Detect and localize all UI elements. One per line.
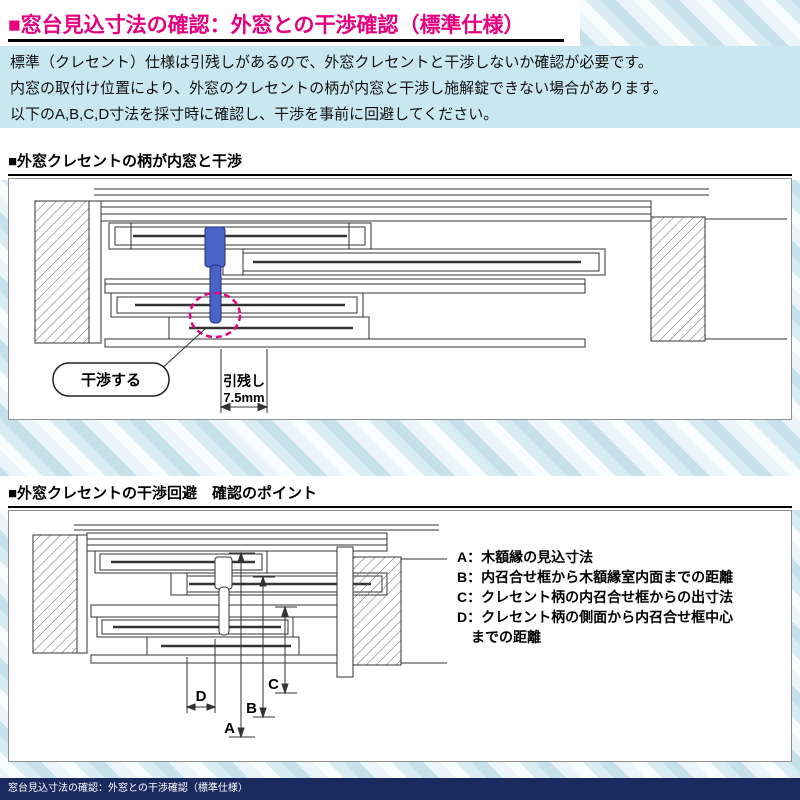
section2-underline	[8, 506, 792, 508]
footer-bar: 窓台見込寸法の確認：外窓との干渉確認（標準仕様）	[0, 778, 800, 800]
dimension-C	[275, 605, 297, 695]
dimension-label: 引残し	[223, 373, 265, 389]
interference-drawing-panel: 干渉する 引残し 7.5mm	[8, 178, 792, 420]
dim-letter-C: C	[268, 676, 279, 693]
dimension-A	[229, 551, 255, 739]
section2-heading-row	[0, 476, 800, 510]
avoidance-drawing-panel: D A B C A：木額縁の見込寸法 B：内召合せ框から木額縁室内面までの距離 …	[8, 510, 792, 762]
inner-window-frame	[90, 604, 338, 664]
section1-underline	[8, 174, 792, 176]
avoidance-diagram: D A B C	[32, 524, 447, 739]
crescent-lock-outline	[214, 556, 233, 636]
section1-heading-row	[0, 128, 800, 180]
callout-leader	[158, 328, 206, 372]
footer-text: 窓台見込寸法の確認：外窓との干渉確認（標準仕様）	[8, 783, 248, 794]
wall-hatch-left	[32, 534, 88, 654]
interference-circle	[188, 291, 242, 339]
dimension-B	[253, 575, 275, 719]
dim-letter-B: B	[246, 700, 257, 717]
wall-hatch-right	[352, 556, 447, 666]
dimension-hikinokoshi	[219, 349, 269, 413]
exterior-frame-head	[100, 200, 652, 222]
legend-item-D: D：クレセント柄の側面から内召合せ框中心	[457, 609, 734, 625]
inner-window-frame	[104, 278, 586, 348]
wall-hatch-left	[34, 200, 102, 344]
wood-frame-jamb	[336, 546, 354, 678]
interference-diagram: 干渉する 引残し 7.5mm	[34, 188, 787, 413]
wall-hatch-right	[650, 216, 787, 342]
dimension-D	[185, 639, 217, 713]
exterior-sash-inner	[222, 248, 606, 276]
callout-text: 干渉する	[81, 371, 141, 389]
intro-line: 内窓の取付け位置により、外窓のクレセントの柄が内窓と干渉し施解錠できない場合があ…	[10, 80, 668, 97]
legend-item-A: A：木額縁の見込寸法	[457, 549, 594, 565]
title-block	[0, 0, 580, 46]
legend-item-C: C：クレセント柄の内召合せ框からの出寸法	[457, 589, 734, 605]
section1-heading: ■外窓クレセントの柄が内窓と干渉	[8, 153, 243, 170]
intro-box: 標準（クレセント）仕様は引残しがあるので、外窓クレセントと干渉しないか確認が必要…	[0, 46, 800, 128]
dim-letter-A: A	[224, 720, 235, 737]
page-title: ■窓台見込寸法の確認：外窓との干渉確認（標準仕様）	[8, 14, 525, 37]
legend-item-D-cont: までの距離	[457, 629, 541, 645]
dimension-legend: A：木額縁の見込寸法 B：内召合せ框から木額縁室内面までの距離 C：クレセント柄…	[457, 547, 733, 647]
intro-line: 標準（クレセント）仕様は引残しがあるので、外窓クレセントと干渉しないか確認が必要…	[10, 54, 653, 71]
dim-letter-D: D	[196, 688, 207, 705]
section2-heading: ■外窓クレセントの干渉回避 確認のポイント	[8, 485, 318, 502]
callout-bubble	[52, 362, 170, 397]
legend-item-B: B：内召合せ框から木額縁室内面までの距離	[457, 569, 734, 585]
dimension-value: 7.5mm	[223, 390, 264, 405]
intro-line: 以下のA,B,C,D寸法を採寸時に確認し、干渉を事前に回避してください。	[10, 106, 499, 123]
title-underline	[8, 39, 564, 42]
exterior-sash-outer	[108, 222, 372, 250]
